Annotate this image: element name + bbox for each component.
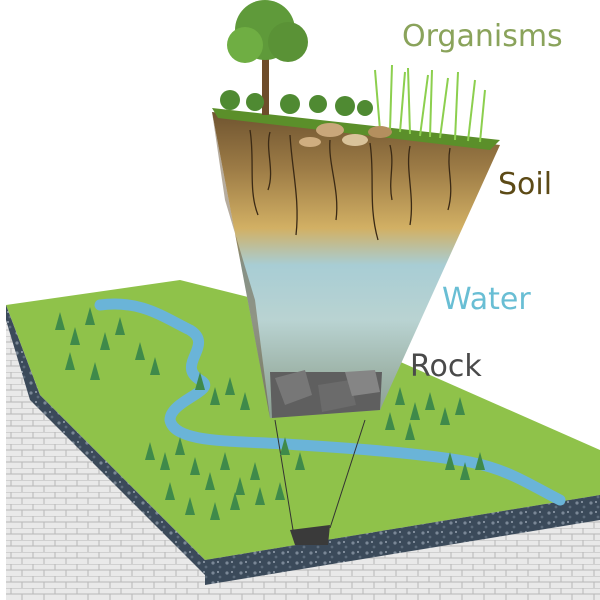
bushes — [220, 90, 373, 116]
conifer-tree — [440, 407, 450, 425]
leaf-litter — [299, 123, 392, 147]
conifer-tree — [410, 402, 420, 420]
conifer-tree — [460, 462, 470, 480]
conifer-tree — [160, 452, 170, 470]
conifer-tree — [175, 437, 185, 455]
conifer-tree — [280, 437, 290, 455]
river — [94, 298, 566, 506]
ground-side-left — [6, 305, 205, 600]
conifer-tree — [255, 487, 265, 505]
conifer-tree — [100, 332, 110, 350]
soil-label: Soil — [498, 167, 553, 202]
pit — [290, 525, 330, 545]
rock-label: Rock — [410, 349, 482, 384]
conifer-tree — [250, 462, 260, 480]
organisms-label: Organisms — [402, 19, 563, 54]
tree-trunk — [262, 50, 269, 115]
conifer-tree — [115, 317, 125, 335]
profile-surface — [212, 108, 500, 150]
conifer-tree — [195, 372, 205, 390]
ground-top — [6, 280, 600, 560]
conifer-tree — [235, 477, 245, 495]
conifer-tree — [475, 452, 485, 470]
conifer-tree — [395, 387, 405, 405]
surface-organisms — [220, 0, 486, 147]
conifer-tree — [225, 377, 235, 395]
conifer-tree — [275, 482, 285, 500]
conifer-tree — [385, 412, 395, 430]
forest — [55, 307, 485, 520]
profile-side — [212, 112, 270, 418]
conifer-tree — [295, 452, 305, 470]
conifer-tree — [455, 397, 465, 415]
conifer-tree — [135, 342, 145, 360]
conifer-tree — [90, 362, 100, 380]
conifer-tree — [165, 482, 175, 500]
landscape-block — [6, 280, 600, 600]
conifer-tree — [405, 422, 415, 440]
conifer-tree — [70, 327, 80, 345]
ground-gravel-front — [205, 495, 600, 585]
grass-tuft — [374, 64, 486, 143]
conifer-tree — [150, 357, 160, 375]
conifer-tree — [85, 307, 95, 325]
conifer-tree — [205, 472, 215, 490]
conifer-tree — [240, 392, 250, 410]
conifer-tree — [185, 497, 195, 515]
roots — [249, 129, 452, 241]
conifer-tree — [190, 457, 200, 475]
bedrock — [270, 370, 382, 418]
conifer-tree — [220, 452, 230, 470]
profile-front — [212, 112, 500, 418]
conifer-tree — [445, 452, 455, 470]
conifer-tree — [65, 352, 75, 370]
conifer-tree — [55, 312, 65, 330]
conifer-tree — [425, 392, 435, 410]
conifer-tree — [230, 492, 240, 510]
conifer-tree — [210, 387, 220, 405]
soil-profile-column — [212, 108, 500, 418]
conifer-tree — [210, 502, 220, 520]
ground-gravel-left — [6, 305, 205, 575]
water-label: Water — [442, 282, 531, 317]
conifer-tree — [145, 442, 155, 460]
